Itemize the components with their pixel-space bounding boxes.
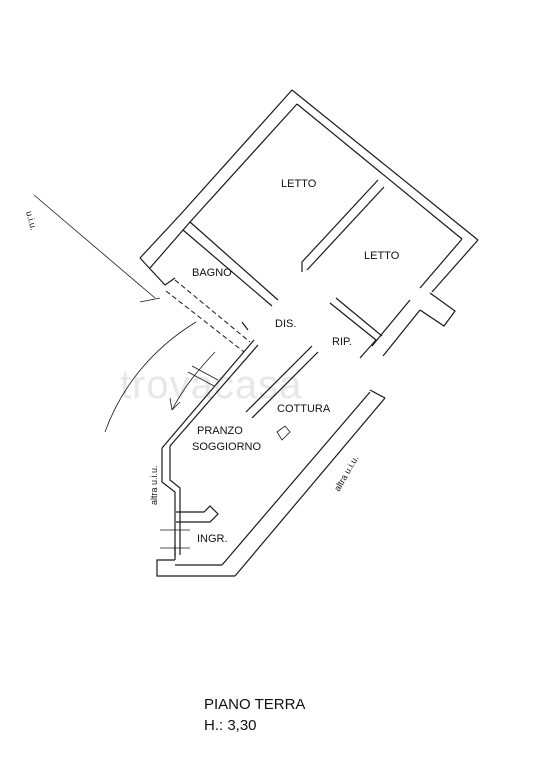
room-label-pranzo: PRANZO (197, 425, 243, 437)
interior-walls (160, 179, 385, 556)
entrance-arrow (169, 351, 219, 411)
neighbor-label-right: altra u.i.u. (332, 454, 360, 493)
room-label-ingr: INGR. (197, 533, 228, 545)
ceiling-height: H.: 3,30 (204, 717, 257, 734)
outer-walls (139, 89, 479, 577)
neighbor-label-left-top: u.i.u. (24, 210, 39, 231)
watermark: trovacasa (120, 363, 302, 407)
room-label-cottura: COTTURA (277, 403, 331, 415)
neighbor-boundary-left (33, 194, 197, 433)
room-label-letto-2: LETTO (364, 250, 400, 262)
room-label-letto-1: LETTO (281, 178, 317, 190)
room-label-rip: RIP. (332, 336, 352, 348)
room-label-soggiorno: SOGGIORNO (192, 441, 262, 453)
neighbor-label-left-bottom: altra u.i.u. (149, 465, 159, 505)
room-label-dis: DIS. (275, 318, 296, 330)
room-label-bagno: BAGNO (192, 267, 232, 279)
floor-name: PIANO TERRA (204, 696, 306, 713)
floor-caption: PIANO TERRA H.: 3,30 (204, 694, 305, 736)
